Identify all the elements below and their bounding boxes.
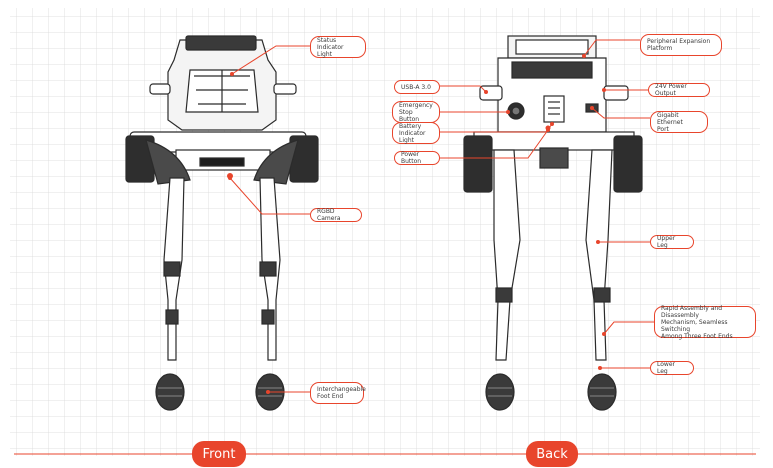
- callout-peripheral-expansion-platform: Peripheral Expansion Platform: [640, 34, 722, 56]
- callout-lower-leg: Lower Leg: [650, 361, 694, 375]
- leader-dots: [228, 54, 606, 394]
- grid-background: [10, 8, 760, 456]
- callout-usb-a-3: USB-A 3.0: [394, 80, 440, 94]
- back-view-label: Back: [526, 441, 578, 467]
- callout-power-button: Power Button: [394, 151, 440, 165]
- front-view-label: Front: [192, 441, 246, 467]
- callout-status-indicator-light: Status Indicator Light: [310, 36, 366, 58]
- callout-upper-leg: Upper Leg: [650, 235, 694, 249]
- front-robot: [125, 35, 319, 411]
- callout-battery-indicator-light: Battery Indicator Light: [392, 122, 440, 144]
- callout-24v-power-output: 24V Power Output: [648, 83, 710, 97]
- leader-lines: [229, 39, 654, 393]
- callout-rgbd-camera: RGBD Camera: [310, 208, 362, 222]
- callout-emergency-stop-button: Emergency Stop Button: [392, 101, 440, 123]
- back-robot: [463, 35, 643, 411]
- callout-gigabit-ethernet-port: Gigabit Ethernet Port: [650, 111, 708, 133]
- callout-rapid-assembly-mechanism: Rapid Assembly and Disassembly Mechanism…: [654, 305, 756, 340]
- callout-interchangeable-foot-end: Interchangeable Foot End: [310, 382, 366, 404]
